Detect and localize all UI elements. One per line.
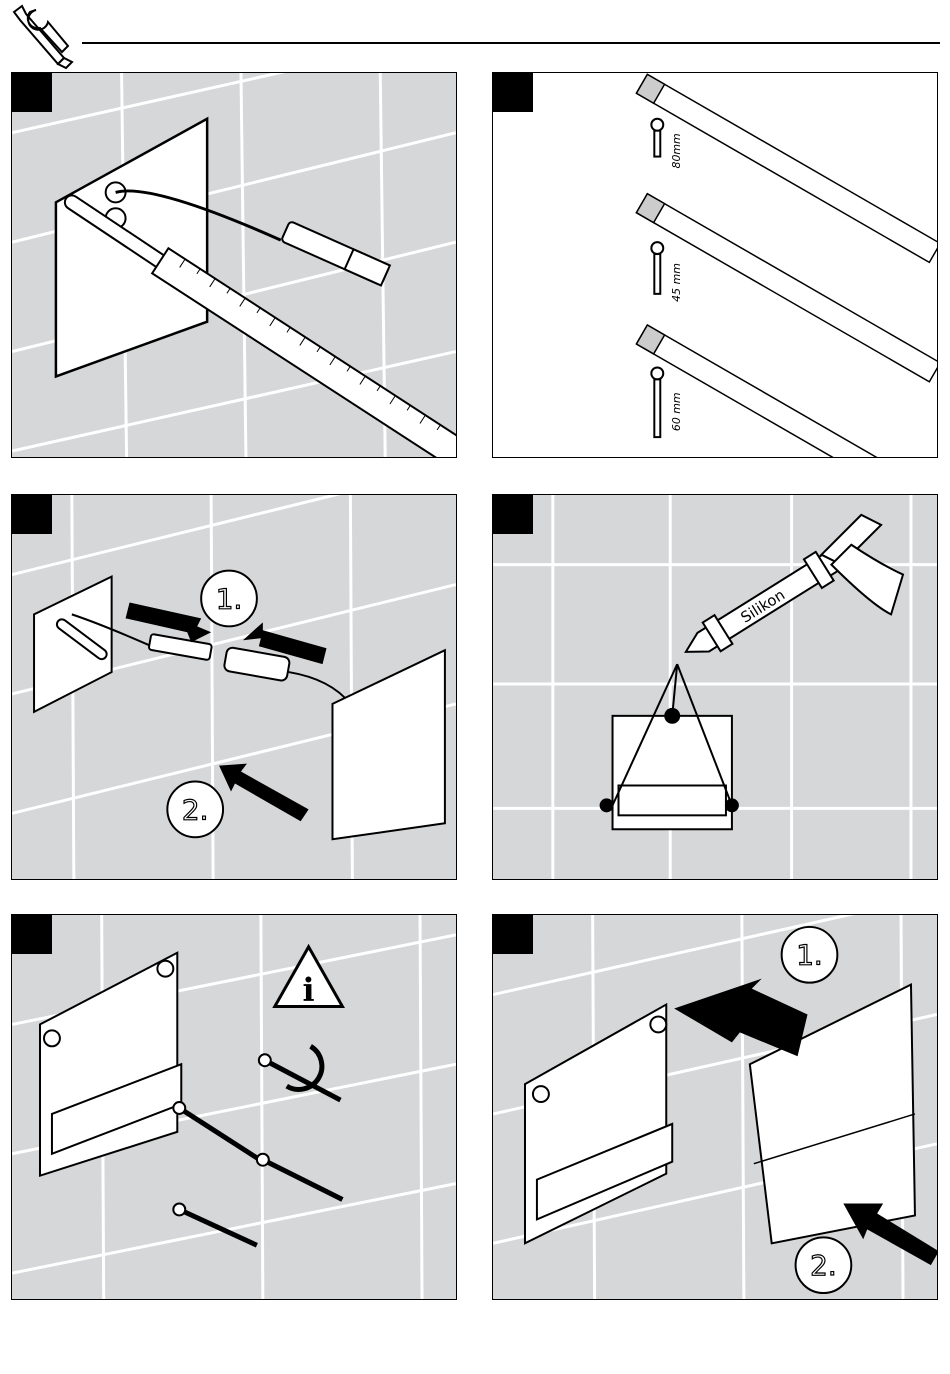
panel-4-silicone: Silikon — [492, 494, 938, 880]
step-marker — [12, 495, 52, 534]
step-2-label: 2. — [810, 1249, 837, 1282]
step-1-label: 1. — [216, 582, 243, 615]
length-45: 45 mm — [670, 263, 683, 302]
panel-2-lengths: 80mm 45 mm 60 mm — [492, 72, 938, 458]
step-marker — [12, 915, 52, 954]
panel-3-connect: 1. 2. — [11, 494, 457, 880]
length-80: 80mm — [670, 133, 683, 168]
step-1-label: 1. — [796, 939, 823, 972]
panel-1-measure — [11, 72, 457, 458]
step-marker — [493, 915, 533, 954]
step-2-label: 2. — [182, 793, 209, 826]
step-marker — [12, 73, 52, 112]
panel-5-screws: i — [11, 914, 457, 1300]
step-marker — [493, 73, 533, 112]
info-warning-icon: i — [275, 947, 343, 1009]
svg-text:i: i — [303, 971, 315, 1009]
header-rule — [82, 42, 940, 44]
tools-icon — [6, 2, 78, 70]
step-marker — [493, 495, 533, 534]
length-60: 60 mm — [670, 392, 683, 431]
panel-6-mount-cover: 1. 2. — [492, 914, 938, 1300]
